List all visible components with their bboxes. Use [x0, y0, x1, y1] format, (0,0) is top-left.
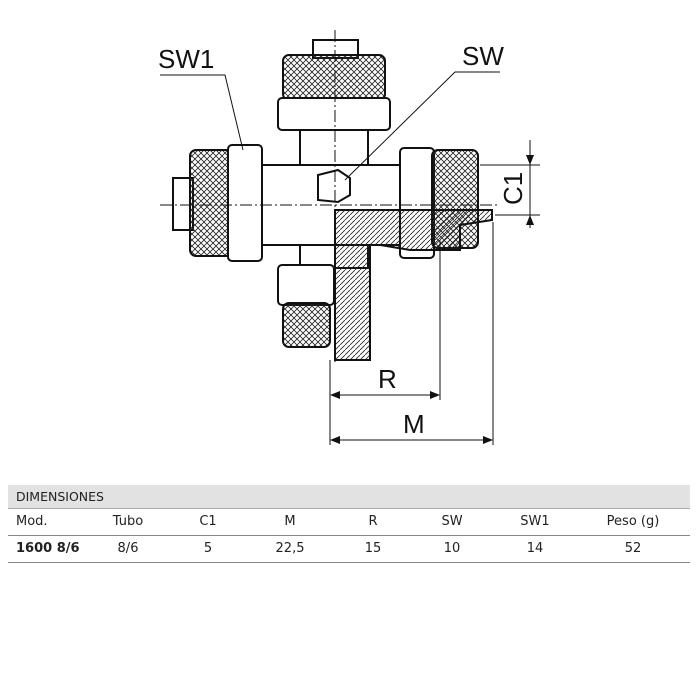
section-cut — [334, 209, 493, 361]
dimensions-table: DIMENSIONES Mod. Tubo C1 M R SW SW1 Peso… — [8, 485, 690, 563]
table-row: 1600 8/6 8/6 5 22,5 15 10 14 52 — [8, 536, 690, 563]
nut-left — [189, 149, 233, 257]
cell-sw1: 14 — [526, 541, 544, 556]
cell-r: 15 — [364, 541, 382, 556]
inner-port — [317, 168, 351, 204]
hex-top — [277, 97, 391, 131]
label-m: M — [403, 409, 425, 439]
header-tubo: Tubo — [112, 514, 144, 529]
label-r: R — [378, 364, 397, 394]
label-sw1: SW1 — [158, 44, 214, 74]
header-sw1: SW1 — [520, 514, 550, 529]
header-m: M — [284, 514, 296, 529]
table-header-row: Mod. Tubo C1 M R SW SW1 Peso (g) — [8, 509, 690, 536]
header-r: R — [368, 514, 378, 529]
label-sw: SW — [462, 41, 504, 71]
nut-bottom — [282, 302, 331, 348]
table-title: DIMENSIONES — [8, 485, 690, 509]
technical-drawing: SW1 SW C1 R M — [158, 30, 540, 445]
hex-bottom — [277, 264, 335, 306]
cell-mod: 1600 8/6 — [16, 541, 80, 556]
nut-top — [282, 54, 386, 101]
cell-sw: 10 — [443, 541, 461, 556]
label-c1: C1 — [498, 172, 528, 205]
header-sw: SW — [441, 514, 463, 529]
cell-tubo: 8/6 — [117, 541, 139, 556]
header-c1: C1 — [199, 514, 217, 529]
cell-peso: 52 — [624, 541, 642, 556]
cell-m: 22,5 — [275, 541, 305, 556]
header-peso: Peso (g) — [606, 514, 660, 529]
hex-left — [227, 144, 263, 262]
header-mod: Mod. — [16, 514, 48, 529]
cell-c1: 5 — [203, 541, 213, 556]
